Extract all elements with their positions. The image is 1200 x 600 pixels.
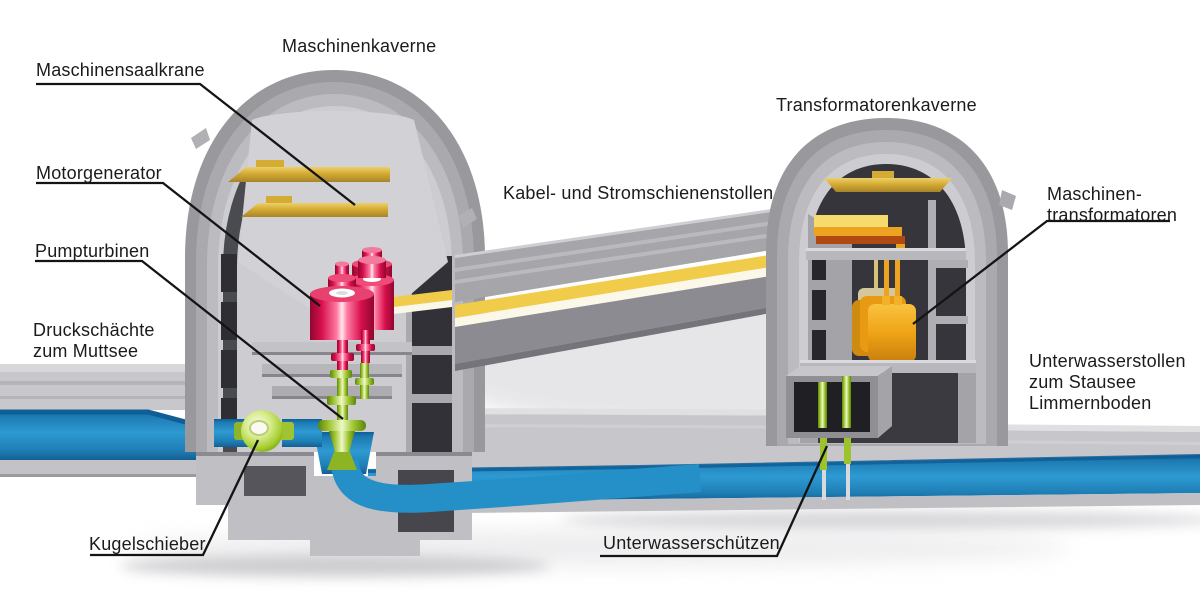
label-kugelschieber: Kugelschieber	[89, 534, 206, 554]
pump-turbines	[318, 370, 366, 452]
label-kabel-stromschienenstollen: Kabel- und Stromschienenstollen	[503, 183, 774, 203]
machine-hall-cranes	[228, 160, 390, 217]
leader-maschinentransformatoren	[912, 219, 1170, 325]
label-line: Limmernboden	[1029, 393, 1152, 413]
draft-tube-elbow	[331, 458, 702, 513]
label-line: zum Stausee	[1029, 372, 1137, 392]
label-pumpturbinen: Pumpturbinen	[35, 241, 150, 261]
transformer-front	[868, 304, 916, 362]
underwater-gate-left	[818, 382, 827, 428]
label-line: Maschinen-	[1047, 184, 1143, 204]
label-maschinenkaverne: Maschinenkaverne	[282, 36, 437, 56]
leader-unterwasserschuetzen	[600, 445, 829, 558]
label-transformatorenkaverne: Transformatorenkaverne	[776, 95, 977, 115]
machine-transformers	[852, 260, 916, 362]
label-unterwasserstollen: Unterwasserstollen zum Stausee Limmernbo…	[1029, 351, 1186, 414]
crane-beam-lower	[241, 203, 388, 217]
pressure-shaft-tunnel	[0, 364, 209, 477]
leader-pumpturbinen	[35, 259, 344, 420]
label-line: Unterwasserstollen	[1029, 351, 1186, 371]
leader-lines	[35, 82, 1170, 558]
leader-maschinensaalkrane	[36, 82, 356, 206]
pressure-tunnel-water	[0, 410, 208, 460]
leader-kugelschieber	[90, 439, 260, 557]
label-maschinentransformatoren: Maschinen- transformatoren	[1047, 184, 1177, 226]
pressure-tunnel-floor	[0, 460, 208, 476]
label-druckschaechte: Druckschächte zum Muttsee	[33, 320, 155, 362]
label-unterwasserschuetzen: Unterwasserschützen	[603, 533, 780, 553]
label-motorgenerator: Motorgenerator	[36, 163, 162, 183]
turbine-shafts	[331, 330, 375, 399]
gallery-busbar-strip	[455, 247, 820, 318]
label-maschinensaalkrane: Maschinensaalkrane	[36, 60, 205, 80]
machine-cavern	[185, 70, 702, 556]
label-line: Druckschächte	[33, 320, 155, 340]
underwater-gate-right	[842, 376, 851, 428]
label-line: zum Muttsee	[33, 341, 139, 361]
turbine-distributor	[318, 420, 366, 431]
leader-motorgenerator	[36, 181, 321, 307]
gallery-floor	[455, 268, 820, 364]
transformer-hall-crane	[824, 178, 952, 192]
cable-busbar-gallery	[455, 202, 820, 371]
tailwater-gate-chamber	[786, 366, 892, 500]
label-line: transformatoren	[1047, 205, 1178, 225]
spherical-valve	[234, 410, 294, 452]
tailwater-floor	[368, 493, 1200, 514]
crane-beam-upper	[228, 167, 390, 182]
machine-cavern-side-galleries	[221, 254, 452, 452]
turbine-draft-cone	[327, 452, 357, 470]
